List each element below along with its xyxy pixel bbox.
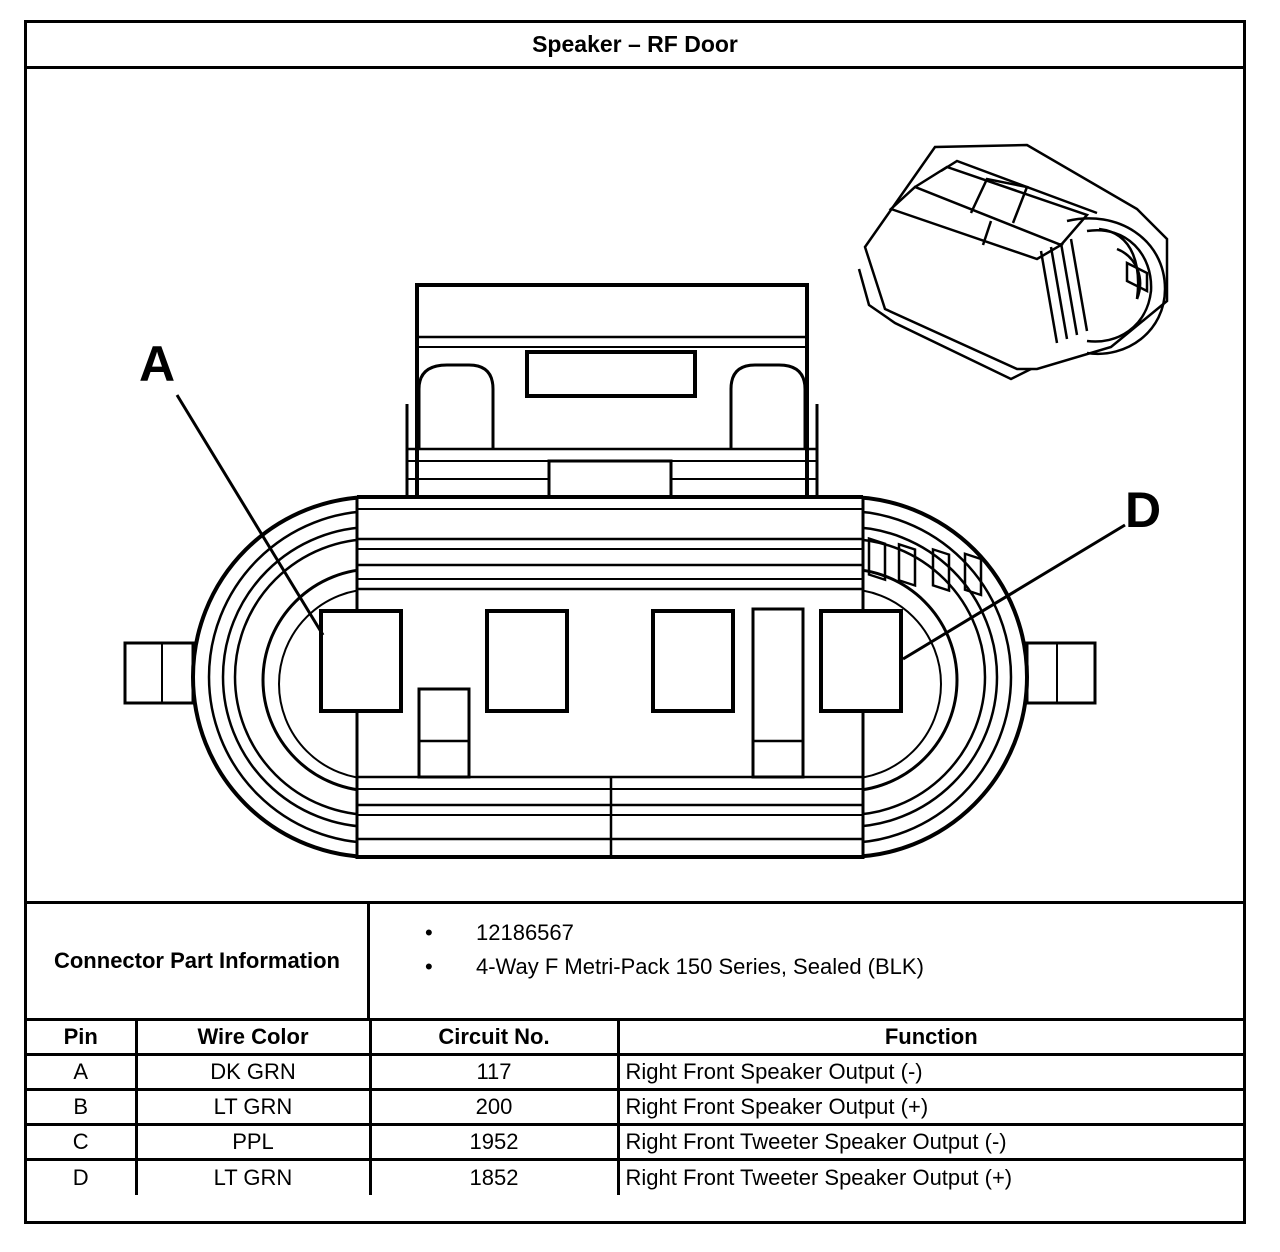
cavity-b bbox=[485, 609, 569, 713]
connector-drawing: A D bbox=[27, 69, 1243, 901]
cavity-d bbox=[819, 609, 903, 713]
table-row: A DK GRN 117 Right Front Speaker Output … bbox=[27, 1053, 1243, 1091]
connector-isometric-view bbox=[857, 143, 1169, 597]
table-header-row: Pin Wire Color Circuit No. Function bbox=[27, 1018, 1243, 1056]
part-number: 12186567 bbox=[476, 920, 574, 945]
left-lock-tab bbox=[123, 641, 195, 705]
callout-a: A bbox=[139, 336, 175, 392]
wire-color-cell: DK GRN bbox=[134, 1053, 372, 1091]
pin-cell: C bbox=[27, 1123, 138, 1161]
function-cell: Right Front Speaker Output (-) bbox=[616, 1053, 1243, 1091]
bullet-icon: • bbox=[425, 920, 433, 945]
connector-part-info: Connector Part Information • 12186567 • … bbox=[27, 901, 1243, 1018]
column-header-pin: Pin bbox=[27, 1018, 138, 1056]
callout-d: D bbox=[1125, 482, 1161, 538]
bullet-icon: • bbox=[425, 954, 433, 979]
circuit-cell: 117 bbox=[368, 1053, 620, 1091]
pin-cell: D bbox=[27, 1158, 138, 1195]
column-header-wire-color: Wire Color bbox=[134, 1018, 372, 1056]
circuit-cell: 1852 bbox=[368, 1158, 620, 1195]
cavity-c bbox=[651, 609, 735, 713]
leader-line-d bbox=[902, 523, 1126, 661]
column-header-circuit: Circuit No. bbox=[368, 1018, 620, 1056]
list-item: • 4-Way F Metri-Pack 150 Series, Sealed … bbox=[370, 950, 1243, 984]
table-row: B LT GRN 200 Right Front Speaker Output … bbox=[27, 1088, 1243, 1126]
circuit-cell: 1952 bbox=[368, 1123, 620, 1161]
cavity-a bbox=[319, 609, 403, 713]
function-cell: Right Front Speaker Output (+) bbox=[616, 1088, 1243, 1126]
connector-sheet: Speaker – RF Door bbox=[24, 20, 1246, 1224]
pin-cell: B bbox=[27, 1088, 138, 1126]
pin-cell: A bbox=[27, 1053, 138, 1091]
circuit-cell: 200 bbox=[368, 1088, 620, 1126]
table-row: C PPL 1952 Right Front Tweeter Speaker O… bbox=[27, 1123, 1243, 1161]
connector-info-label: Connector Part Information bbox=[27, 904, 370, 1018]
wire-color-cell: LT GRN bbox=[134, 1158, 372, 1195]
connector-face-illustration: A D bbox=[123, 143, 1169, 859]
function-cell: Right Front Tweeter Speaker Output (-) bbox=[616, 1123, 1243, 1161]
wire-color-cell: LT GRN bbox=[134, 1088, 372, 1126]
column-header-function: Function bbox=[616, 1018, 1243, 1056]
connector-body bbox=[355, 495, 865, 859]
function-cell: Right Front Tweeter Speaker Output (+) bbox=[616, 1158, 1243, 1195]
latch-housing bbox=[405, 283, 819, 499]
pinout-table: Pin Wire Color Circuit No. Function A DK… bbox=[27, 1018, 1243, 1195]
page-title: Speaker – RF Door bbox=[27, 23, 1243, 69]
list-item: • 12186567 bbox=[370, 916, 1243, 950]
connector-info-list: • 12186567 • 4-Way F Metri-Pack 150 Seri… bbox=[370, 904, 1243, 1018]
table-row: D LT GRN 1852 Right Front Tweeter Speake… bbox=[27, 1158, 1243, 1195]
leader-line-a bbox=[175, 394, 325, 636]
connector-description: 4-Way F Metri-Pack 150 Series, Sealed (B… bbox=[476, 954, 924, 979]
right-lock-tab bbox=[1025, 641, 1097, 705]
wire-color-cell: PPL bbox=[134, 1123, 372, 1161]
